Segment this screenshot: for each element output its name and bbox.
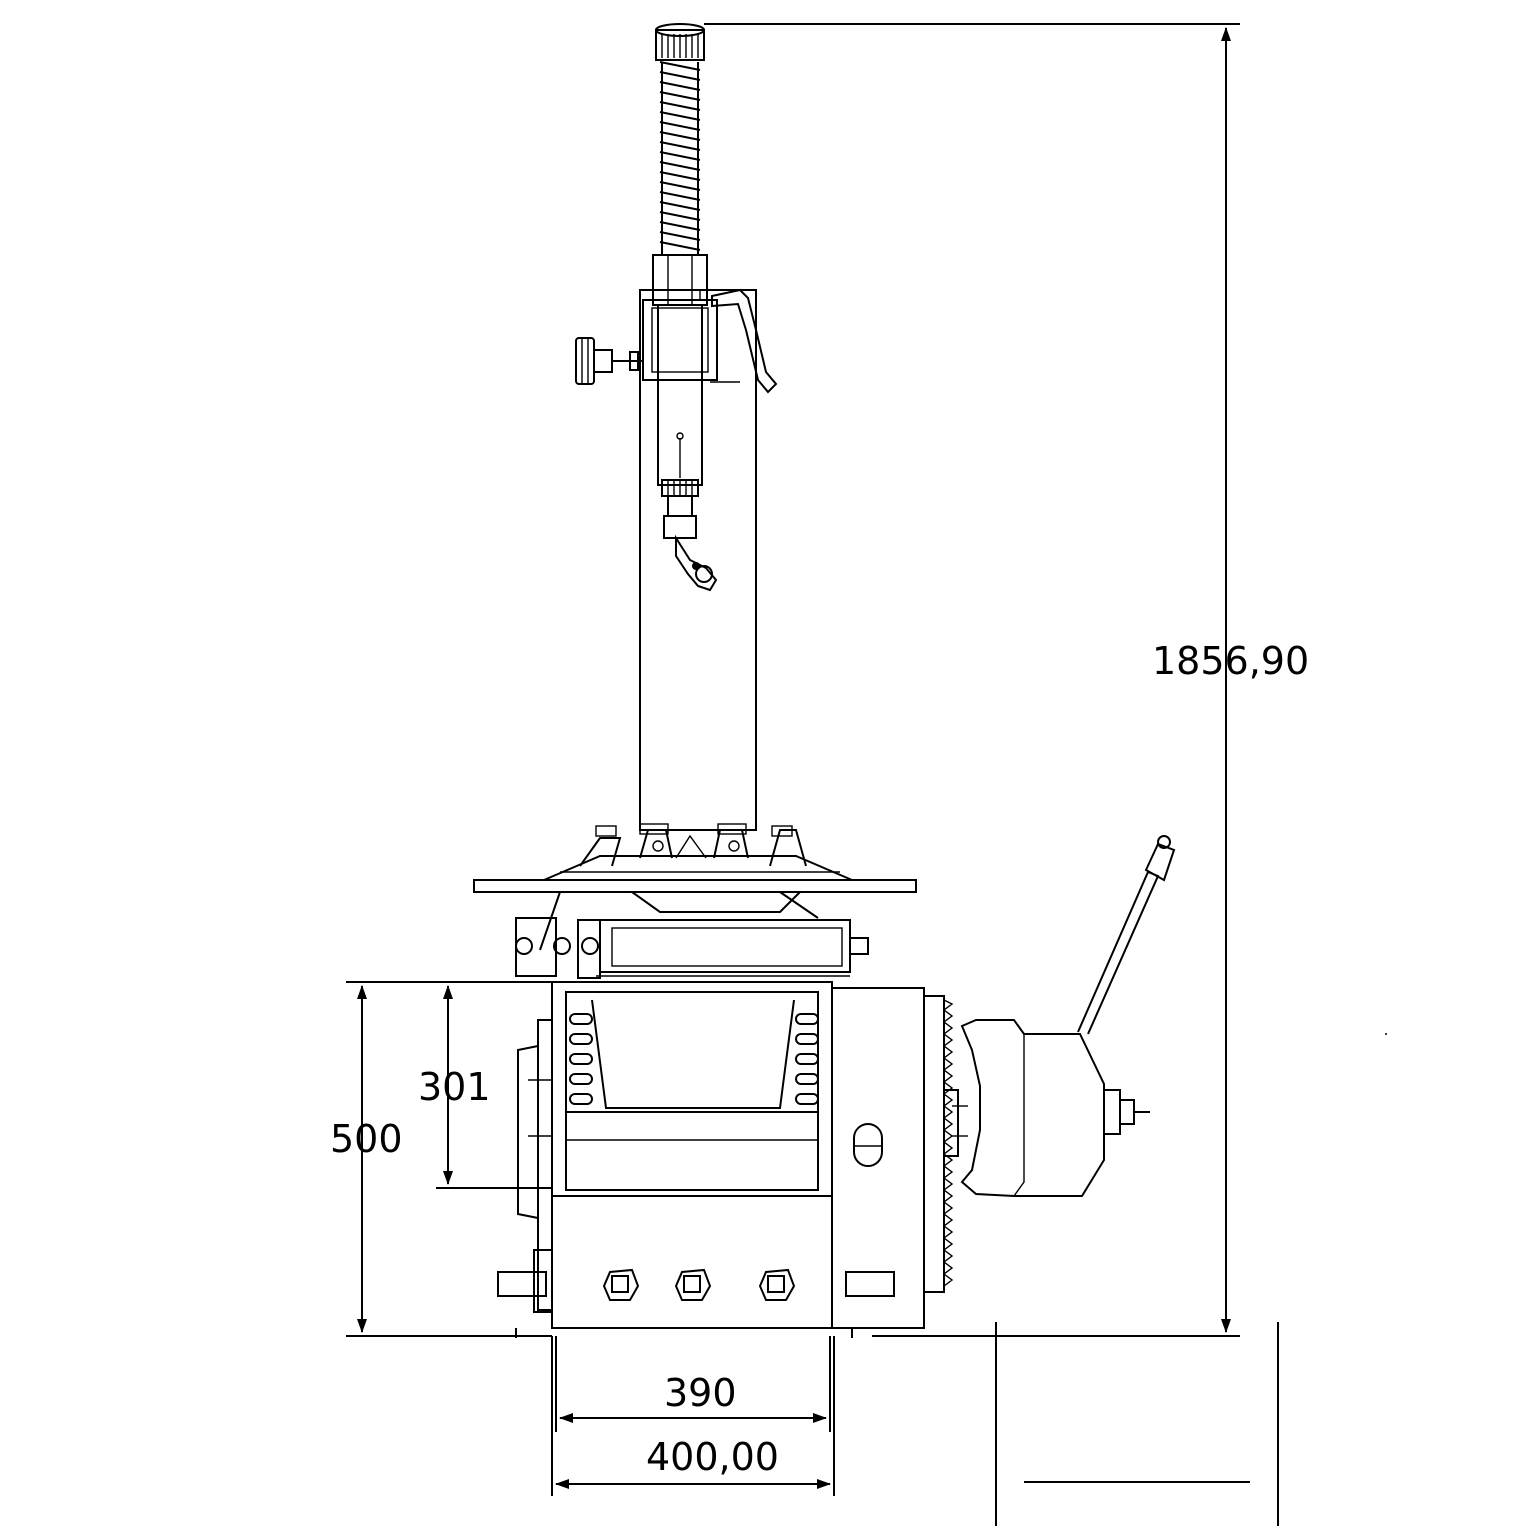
dimension-overall-height: 1856,90	[704, 23, 1309, 1333]
right-slots	[795, 1013, 819, 1105]
dimension-cabinet-width: 390	[555, 1336, 831, 1432]
dimension-cabinet-outer-width: 400,00	[551, 1336, 835, 1496]
dimension-cabinet-inner-height: 301	[418, 985, 552, 1189]
turntable	[473, 823, 917, 979]
spring	[659, 61, 701, 255]
dimension-base-height: 500	[330, 981, 552, 1333]
overall-height-label: 1856,90	[1152, 639, 1309, 683]
foot-pedals	[602, 1268, 796, 1301]
vertical-shaft	[642, 23, 718, 592]
dimension-right-extension	[995, 1322, 1279, 1526]
left-slots	[569, 1013, 593, 1105]
base-height-label: 500	[330, 1117, 403, 1161]
lock-knob	[575, 337, 643, 385]
lock-lever	[710, 288, 778, 394]
tower-column	[639, 289, 757, 831]
right-side-housing	[831, 987, 968, 1329]
cabinet-width-label: 390	[664, 1371, 737, 1415]
bead-breaker-head	[960, 1019, 1150, 1197]
cabinet-outer-width-label: 400,00	[646, 1435, 779, 1479]
inner-height-label: 301	[418, 1065, 491, 1109]
left-side-panel	[517, 1019, 553, 1313]
machine-cabinet	[497, 981, 895, 1338]
bead-breaker-lever	[1077, 835, 1176, 1035]
